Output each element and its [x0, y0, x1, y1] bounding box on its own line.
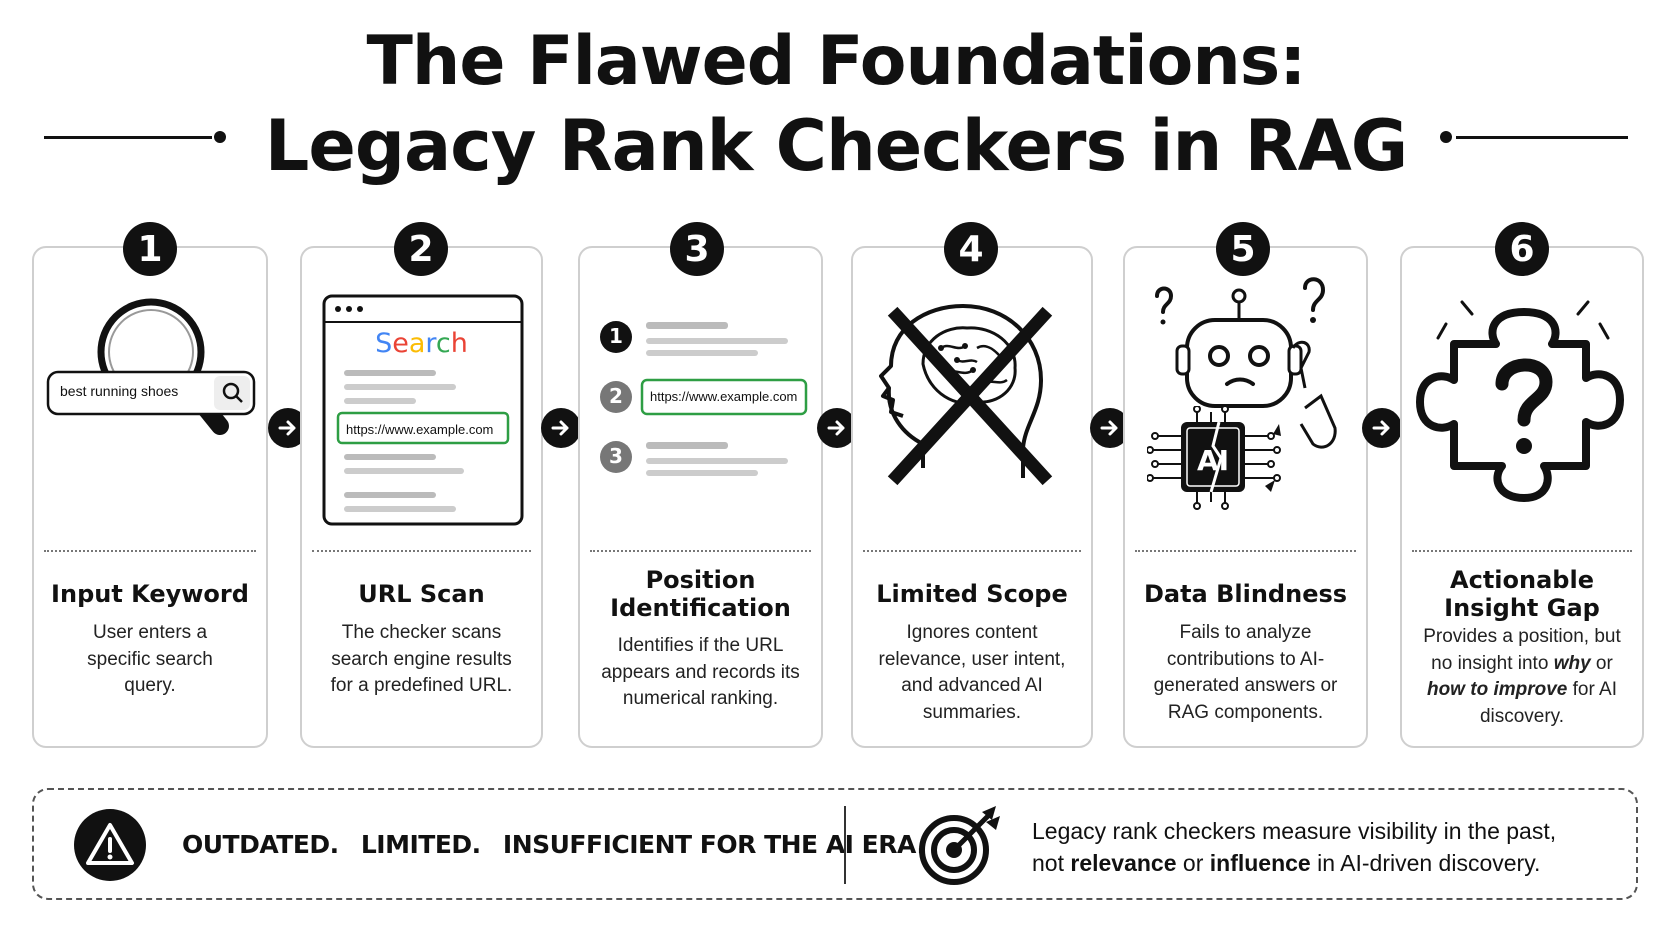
ai-chip-icon: [1147, 406, 1281, 510]
step-title-line2: Insight Gap: [1444, 594, 1600, 622]
card-divider: [312, 550, 531, 552]
magnifying-glass-icon: [46, 298, 256, 435]
desc-text: or: [1590, 652, 1613, 674]
desc-emphasis-why: why: [1553, 652, 1591, 674]
search-engine-logo: Search: [302, 328, 541, 359]
note-text: not: [1032, 850, 1071, 876]
step-badge-3: 3: [670, 222, 724, 276]
search-box-text: best running shoes: [60, 383, 179, 399]
target-url: https://www.example.com: [346, 422, 494, 437]
note-emphasis-relevance: relevance: [1070, 850, 1177, 876]
puzzle-question-icon: [1416, 300, 1624, 502]
search-icon: [222, 382, 243, 403]
arrow-right-icon: [541, 408, 581, 448]
confused-robot-icon: [1155, 277, 1337, 492]
step-title-line1: Position: [645, 566, 756, 594]
rank-label-2: 2: [609, 384, 623, 408]
warning-word-outdated: OUTDATED.: [182, 830, 339, 859]
summary-banner: OUTDATED. LIMITED. INSUFFICIENT FOR THE …: [32, 788, 1638, 900]
title-rule-dot-right: [1440, 131, 1452, 143]
step-badge-1: 1: [123, 222, 177, 276]
step-card-url-scan: Search https://www.example.com URL Scan …: [300, 246, 543, 748]
step-badge-6: 6: [1495, 222, 1549, 276]
banner-separator: [844, 806, 846, 884]
card-divider: [590, 550, 811, 552]
step-description: The checker scans search engine results …: [330, 622, 513, 696]
step-card-input-keyword: best running shoes Input Keyword User en…: [32, 246, 268, 748]
ai-chip-label: AI: [1196, 444, 1230, 477]
matched-url: https://www.example.com: [650, 389, 798, 404]
card-divider: [44, 550, 256, 552]
banner-note: Legacy rank checkers measure visibility …: [1032, 815, 1556, 879]
note-line-2: not relevance or influence in AI-driven …: [1032, 847, 1556, 879]
warning-triangle-icon: [74, 809, 146, 881]
step-title: Data Blindness: [1143, 580, 1348, 608]
note-text: or: [1176, 850, 1210, 876]
title-rule-right: [1456, 136, 1628, 139]
note-emphasis-influence: influence: [1209, 850, 1311, 876]
step-title: URL Scan: [358, 580, 485, 608]
crossed-out-brain-head-icon: [879, 304, 1053, 486]
step-card-data-blindness: AI Data Blindness Fails to analyze contr…: [1123, 246, 1368, 748]
step-card-limited-scope: Limited Scope Ignores content relevance,…: [851, 246, 1093, 748]
card-divider: [863, 550, 1081, 552]
step-badge-5: 5: [1216, 222, 1270, 276]
note-text: in AI-driven discovery.: [1310, 850, 1541, 876]
step-description: User enters a specific search query.: [87, 622, 213, 696]
step-title-line2: Identification: [610, 594, 791, 622]
desc-text: for AI discovery.: [1479, 679, 1618, 727]
warning-word-insufficient: INSUFFICIENT FOR THE AI ERA.: [502, 830, 926, 859]
title-rule-left: [44, 136, 212, 139]
browser-window-icon: [322, 294, 524, 526]
desc-emphasis-how: how to improve: [1426, 679, 1568, 700]
step-badge-4: 4: [944, 222, 998, 276]
card-divider: [1412, 550, 1632, 552]
step-description: Identifies if the URL appears and record…: [601, 635, 800, 709]
page-title-line1: The Flawed Foundations:: [366, 22, 1307, 101]
page-title-line2: Legacy Rank Checkers in RAG: [264, 105, 1408, 187]
step-description: Provides a position, but no insight into…: [1416, 624, 1628, 730]
step-title: Limited Scope: [876, 580, 1068, 608]
note-line-1: Legacy rank checkers measure visibility …: [1032, 818, 1557, 844]
card-divider: [1135, 550, 1356, 552]
arrow-right-icon: [817, 408, 857, 448]
ranked-list-icon: [600, 321, 808, 476]
warning-headline: OUTDATED. LIMITED. INSUFFICIENT FOR THE …: [182, 830, 939, 859]
step-title-line1: Actionable: [1450, 566, 1594, 594]
title-rule-dot-left: [214, 131, 226, 143]
step-description: Fails to analyze contributions to AI-gen…: [1153, 622, 1338, 723]
warning-word-limited: LIMITED.: [360, 830, 481, 859]
desc-text: Provides a position, but no insight into: [1423, 626, 1621, 674]
search-logo-text: Search: [375, 328, 468, 359]
step-title: Input Keyword: [51, 580, 249, 608]
target-icon: [919, 806, 1000, 885]
step-card-position-identification: 1 2 3 https://www.example.com Position I…: [578, 246, 823, 748]
step-card-actionable-insight-gap: Actionable Insight Gap Provides a positi…: [1400, 246, 1644, 748]
rank-label-3: 3: [609, 444, 623, 468]
rank-label-1: 1: [609, 324, 623, 348]
step-badge-2: 2: [394, 222, 448, 276]
arrow-right-icon: [1362, 408, 1402, 448]
step-description: Ignores content relevance, user intent, …: [878, 622, 1066, 723]
